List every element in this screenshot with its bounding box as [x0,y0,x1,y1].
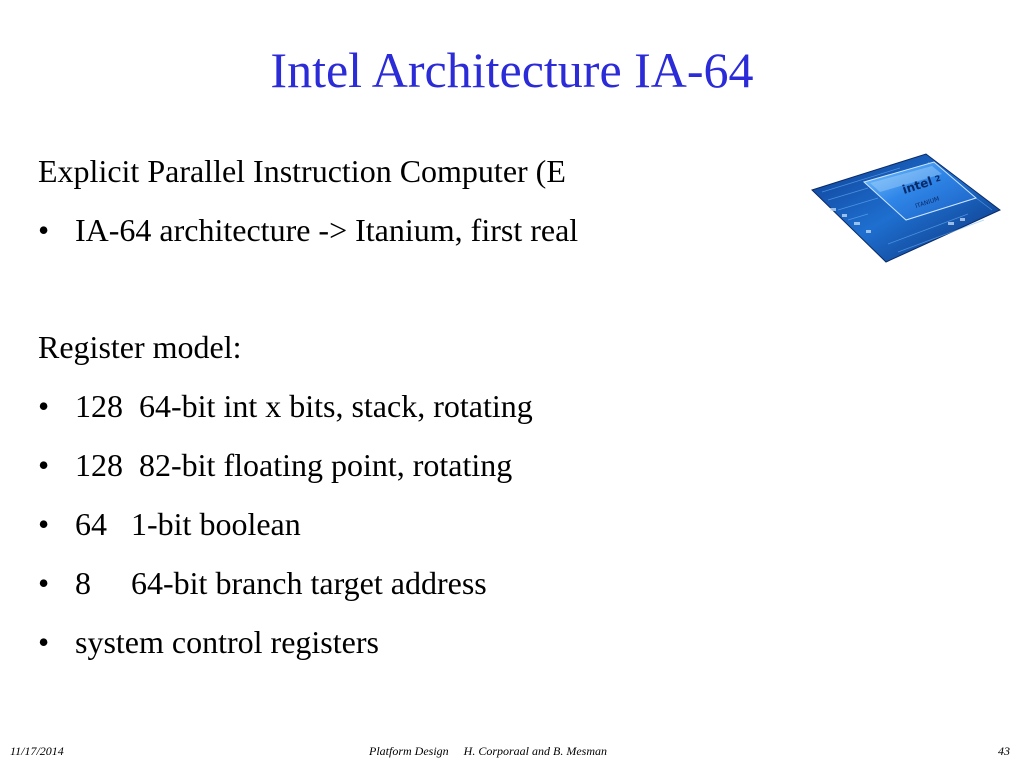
footer-date: 11/17/2014 [10,744,64,758]
chip-components [830,208,965,233]
line-text: 128 64-bit int x bits, stack, rotating [75,388,533,424]
bullet-line: • IA-64 architecture -> Itanium, first re… [38,201,798,260]
bullet-line: • 128 82-bit floating point, rotating [38,436,798,495]
line-text: Explicit Parallel Instruction Computer (… [38,153,566,189]
line-text: 128 82-bit floating point, rotating [75,447,513,483]
bullet-line: • 64 1-bit boolean [38,495,798,554]
footer-course-authors: Platform Design H. Corporaal and B. Mesm… [369,744,607,759]
bullet-glyph: • [38,388,50,424]
itanium-chip-image: intel 2 ITANIUM [811,153,1001,263]
bullet-glyph: • [38,506,50,542]
bullet-line: • 8 64-bit branch target address [38,554,798,613]
bullet-line: • 128 64-bit int x bits, stack, rotating [38,377,798,436]
line-text: 64 1-bit boolean [75,506,301,542]
bullet-glyph: • [38,447,50,483]
body-line: Register model: [38,318,798,377]
footer-course: Platform Design [369,744,449,758]
blank-line [38,260,798,318]
footer-authors: H. Corporaal and B. Mesman [463,744,608,758]
line-text: 8 64-bit branch target address [75,565,487,601]
body-line: Explicit Parallel Instruction Computer (… [38,142,798,201]
bullet-glyph: • [38,212,50,248]
chip-superscript-text: 2 [934,174,942,184]
line-text: IA-64 architecture -> Itanium, first rea… [75,212,579,248]
slide-title: Intel Architecture IA-64 [270,42,754,98]
bullet-glyph: • [38,624,50,660]
line-text: Register model: [38,329,242,365]
bullet-line: • system control registers [38,613,798,672]
line-text: system control registers [75,624,379,660]
chip-die [862,161,978,221]
bullet-glyph: • [38,565,50,601]
footer-page-number: 43 [998,744,1010,758]
slide-body: Explicit Parallel Instruction Computer (… [38,142,798,702]
